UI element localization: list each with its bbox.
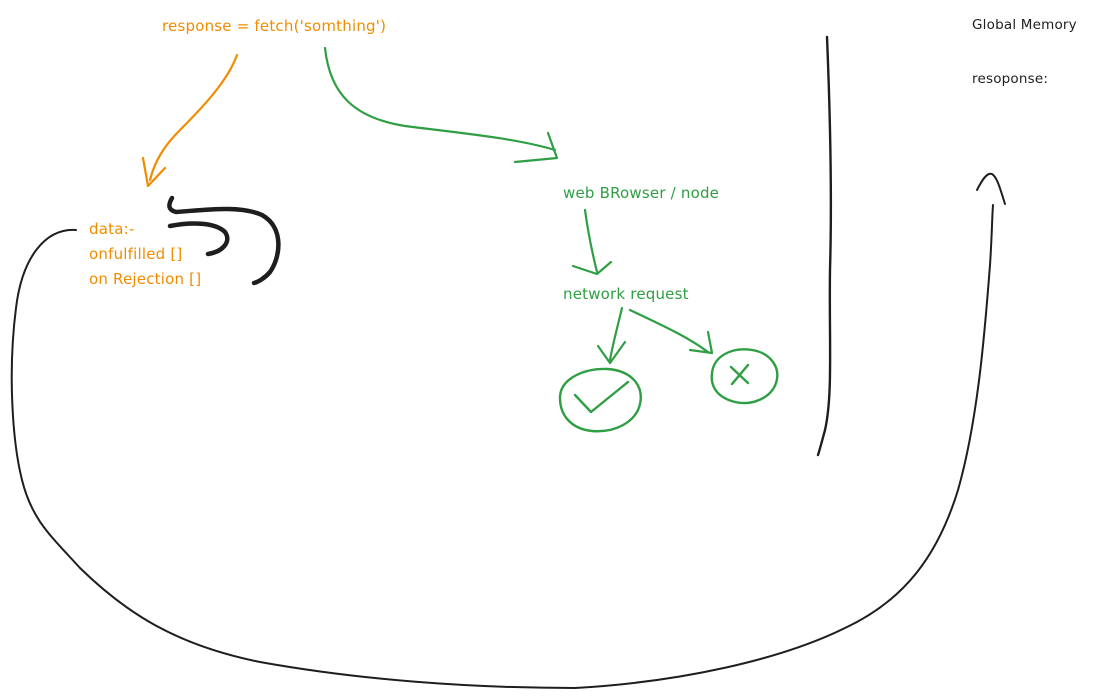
promise-data-label: data:-: [89, 220, 135, 238]
fetch-to-promise-arrow: [141, 53, 239, 188]
fetch-call-line: response = fetch('somthing'): [162, 17, 387, 35]
fetch-to-browser-arrow: [323, 46, 559, 164]
runtime-label: web BRowser / node: [563, 184, 720, 202]
promise-onrejection-label: on Rejection []: [89, 270, 202, 288]
request-to-failure-arrow: [628, 308, 714, 355]
memory-divider: [816, 35, 832, 457]
global-memory-title: Global Memory: [972, 17, 1077, 33]
x-circle-icon: [710, 348, 779, 405]
browser-to-request-arrow: [571, 208, 613, 276]
memory-response-variable: resoponse:: [972, 71, 1049, 87]
request-to-success-arrow: [596, 306, 627, 365]
check-circle-icon: [558, 367, 642, 433]
network-request-label: network request: [563, 285, 689, 303]
promise-onfulfilled-label: onfulfilled []: [89, 245, 183, 263]
return-to-memory-curve: [10, 172, 1006, 689]
promise-brackets: [167, 195, 281, 286]
